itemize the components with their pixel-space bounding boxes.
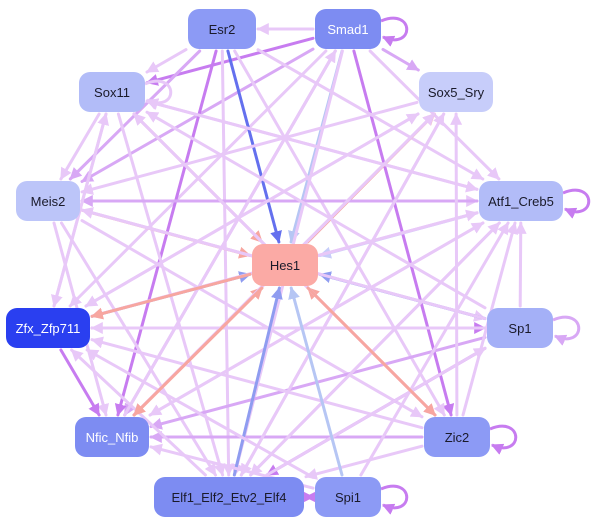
self-loop-zic2 (489, 424, 518, 455)
edge-spi1-to-atf1 (359, 221, 510, 477)
edge-hes1-to-zic2 (306, 286, 437, 417)
self-loop-spi1 (380, 484, 409, 515)
node-meis2[interactable]: Meis2 (16, 181, 80, 221)
edge-smad1-to-sox5 (381, 47, 420, 72)
edge-zfx-to-sox5 (84, 112, 420, 308)
node-sox5-sry[interactable]: Sox5_Sry (419, 72, 493, 112)
edge-spi1-to-hes1 (288, 286, 344, 477)
node-zfx-zfp711[interactable]: Zfx_Zfp711 (6, 308, 90, 348)
node-label: Zfx_Zfp711 (15, 320, 81, 336)
node-label: Elf1_Elf2_Etv2_Elf4 (171, 489, 287, 505)
edge-sp1-to-sox11 (145, 110, 487, 310)
edge-nfic-to-smad1 (123, 49, 337, 417)
edge-elf1-to-sp1 (265, 346, 487, 477)
node-label: Hes1 (269, 257, 301, 273)
edge-esr2-to-zic2 (233, 49, 446, 417)
edge-elf1-to-hes1 (232, 286, 283, 477)
edge-sox5-to-meis2 (80, 100, 419, 195)
edge-zfx-to-nfic (59, 348, 101, 417)
node-zic2[interactable]: Zic2 (424, 417, 490, 457)
node-spi1[interactable]: Spi1 (315, 477, 381, 517)
edge-sp1-to-atf1 (514, 221, 527, 308)
node-label: Sox11 (94, 84, 130, 100)
edge-nfic-to-atf1 (148, 221, 485, 417)
node-elf1-elf2-etv2-elf4[interactable]: Elf1_Elf2_Etv2_Elf4 (154, 477, 304, 517)
node-sox11[interactable]: Sox11 (79, 72, 145, 112)
edge-elf1-to-sox5 (239, 112, 446, 477)
node-label: Sox5_Sry (427, 84, 485, 100)
node-nfic-nfib[interactable]: Nfic_Nfib (75, 417, 149, 457)
edge-hes1-to-nfic (132, 286, 264, 417)
node-label: Smad1 (327, 21, 369, 37)
edge-spi1-to-zfx (85, 348, 315, 479)
node-label: Zic2 (444, 429, 470, 445)
node-label: Atf1_Creb5 (488, 193, 554, 209)
node-sp1[interactable]: Sp1 (487, 308, 553, 348)
node-label: Meis2 (30, 193, 66, 209)
edge-esr2-to-sox11 (145, 48, 188, 74)
node-label: Spi1 (334, 489, 362, 505)
node-smad1[interactable]: Smad1 (315, 9, 381, 49)
edge-atf1-to-sox11 (145, 98, 479, 191)
self-loop-sp1 (552, 315, 581, 346)
node-label: Sp1 (508, 320, 532, 336)
node-atf1-creb5[interactable]: Atf1_Creb5 (479, 181, 563, 221)
edge-meis2-to-elf1 (60, 221, 217, 477)
edge-zic2-to-elf1 (304, 444, 424, 480)
self-loop-sox11 (144, 79, 173, 110)
edge-esr2-to-elf1 (220, 49, 235, 477)
edge-hes1-to-zfx (90, 272, 252, 320)
self-loop-smad1 (380, 16, 409, 47)
edge-zfx-to-sox11 (52, 112, 109, 308)
node-label: Nfic_Nfib (85, 429, 139, 445)
self-loop-atf1 (562, 188, 591, 219)
node-hes1[interactable]: Hes1 (252, 244, 318, 286)
edge-sox11-to-meis2 (59, 112, 101, 181)
node-label: Esr2 (208, 21, 236, 37)
edge-elf1-to-atf1 (249, 221, 501, 477)
edge-meis2-to-zic2 (80, 219, 424, 419)
node-esr2[interactable]: Esr2 (188, 9, 256, 49)
